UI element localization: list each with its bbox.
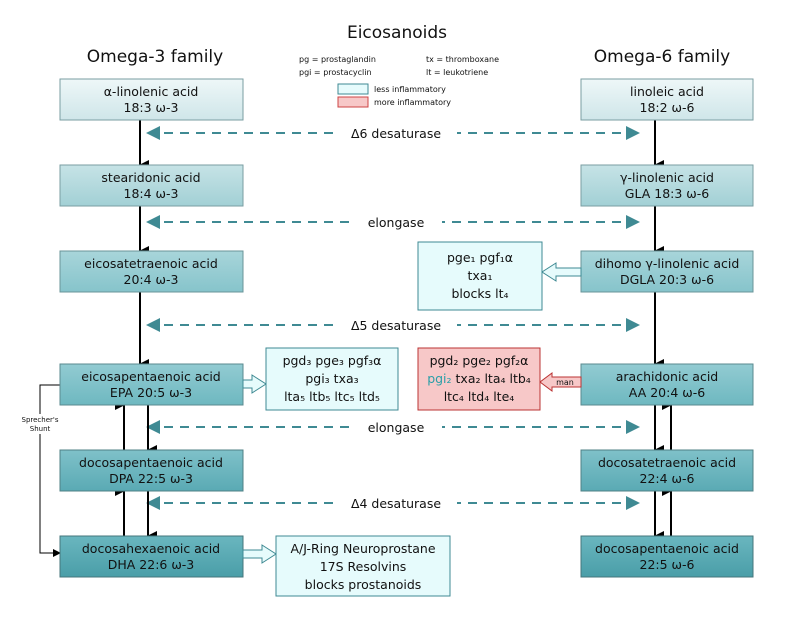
node-name: arachidonic acid	[616, 369, 719, 384]
svg-text:pg = prostaglandin: pg = prostaglandin	[299, 55, 376, 64]
product-epa-line2: pgi₃ txa₃	[305, 371, 358, 386]
legend-less-label: less inflammatory	[374, 85, 446, 94]
node-name: docosapentaenoic acid	[595, 541, 739, 556]
product-aa-line1: pgd₂ pge₂ pgf₂α	[430, 353, 529, 368]
node-formula: 20:4 ω-3	[124, 272, 179, 287]
node-name: γ-linolenic acid	[620, 170, 714, 185]
node-formula: EPA 20:5 ω-3	[110, 385, 192, 400]
enzyme-label-elongase-1: elongase	[368, 215, 425, 230]
omega3-boxes: α-linolenic acid 18:3 ω-3 stearidonic ac…	[59, 78, 244, 578]
omega3-flow-arrows	[115, 120, 157, 541]
product-box-dgla: pge₁ pgf₁α txa₁ blocks lt₄	[417, 241, 543, 311]
product-dgla-line3: blocks lt₄	[451, 286, 508, 301]
node-name: docosahexaenoic acid	[82, 541, 220, 556]
legend-abbr-pgi-key: pgi	[299, 68, 311, 77]
node-dihomo-gamma-linolenic-acid: dihomo γ-linolenic acid DGLA 20:3 ω-6	[580, 250, 754, 293]
product-dgla-line2: txa₁	[468, 268, 493, 283]
node-formula: DGLA 20:3 ω-6	[620, 272, 714, 287]
node-name: stearidonic acid	[101, 170, 200, 185]
node-formula: AA 20:4 ω-6	[629, 385, 705, 400]
svg-text:lt = leukotriene: lt = leukotriene	[426, 68, 488, 77]
legend-abbr-lt-key: lt	[426, 68, 431, 77]
product-dgla-line1: pge₁ pgf₁α	[447, 250, 513, 265]
node-formula: GLA 18:3 ω-6	[625, 186, 709, 201]
legend: pg = prostaglandin tx = thromboxane pgi …	[299, 55, 499, 108]
legend-abbr-pgi-value: prostacyclin	[323, 68, 371, 77]
node-docosatetraenoic-acid: docosatetraenoic acid 22:4 ω-6	[580, 449, 754, 492]
omega3-heading: Omega-3 family	[87, 47, 223, 67]
node-gamma-linolenic-acid: γ-linolenic acid GLA 18:3 ω-6	[580, 164, 754, 207]
product-box-epa: pgd₃ pge₃ pgf₃α pgi₃ txa₃ lta₅ ltb₅ ltc₅…	[265, 347, 399, 411]
node-formula: 18:2 ω-6	[640, 100, 695, 115]
legend-less-swatch	[337, 83, 369, 95]
legend-abbr-tx-key: tx	[426, 55, 434, 64]
shunt-label-line1: Sprecher's	[22, 416, 59, 424]
enzyme-label-d4: Δ4 desaturase	[351, 496, 441, 511]
node-name: dihomo γ-linolenic acid	[595, 256, 740, 271]
node-formula: DHA 22:6 ω-3	[108, 557, 195, 572]
svg-text:tx = thromboxane: tx = thromboxane	[426, 55, 499, 64]
node-name: docosapentaenoic acid	[79, 455, 223, 470]
product-aa-pgi: pgi₂	[427, 371, 451, 386]
node-name: eicosatetraenoic acid	[84, 256, 218, 271]
svg-text:pgi₂ txa₂ lta₄ ltb₄: pgi₂ txa₂ lta₄ ltb₄	[427, 371, 531, 386]
man-label: man	[556, 378, 574, 387]
enzyme-label-d5: Δ5 desaturase	[351, 318, 441, 333]
product-box-aa: pgd₂ pge₂ pgf₂α pgi₂ txa₂ lta₄ ltb₄ ltc₄…	[417, 347, 541, 411]
node-formula: 22:5 ω-6	[640, 557, 695, 572]
node-formula: DPA 22:5 ω-3	[109, 471, 193, 486]
node-eicosapentaenoic-acid: eicosapentaenoic acid EPA 20:5 ω-3	[59, 363, 244, 406]
node-arachidonic-acid: arachidonic acid AA 20:4 ω-6	[580, 363, 754, 406]
man-arrow	[539, 372, 582, 392]
node-formula: 22:4 ω-6	[640, 471, 695, 486]
node-name: docosatetraenoic acid	[598, 455, 736, 470]
shunt-line	[39, 384, 61, 557]
node-name: eicosapentaenoic acid	[81, 369, 220, 384]
node-eicosatetraenoic-acid: eicosatetraenoic acid 20:4 ω-3	[59, 250, 244, 293]
product-box-dha: A/J-Ring Neuroprostane 17S Resolvins blo…	[275, 535, 451, 597]
enzyme-arrows: Δ6 desaturase elongase Δ5 desaturase elo…	[146, 124, 640, 512]
omega6-heading: Omega-6 family	[594, 47, 730, 67]
legend-abbr-pg-key: pg	[299, 55, 309, 64]
product-dha-line3: blocks prostanoids	[305, 577, 422, 592]
shunt-label-line2: Shunt	[30, 425, 51, 433]
legend-abbr-lt-value: leukotriene	[443, 68, 488, 77]
omega6-flow-arrows	[654, 120, 672, 541]
sprechers-shunt: Sprecher's Shunt	[22, 384, 61, 557]
legend-more-swatch	[337, 96, 369, 108]
enzyme-label-elongase-2: elongase	[368, 420, 425, 435]
node-name: linoleic acid	[630, 84, 704, 99]
node-name: α-linolenic acid	[104, 84, 199, 99]
node-docosahexaenoic-acid: docosahexaenoic acid DHA 22:6 ω-3	[59, 535, 244, 578]
product-aa-line2: txa₂ lta₄ ltb₄	[452, 371, 531, 386]
product-arrows: man	[242, 262, 582, 564]
node-stearidonic-acid: stearidonic acid 18:4 ω-3	[59, 164, 244, 207]
hollow-arrow-dgla	[541, 262, 582, 282]
svg-text:pgi = prostacyclin: pgi = prostacyclin	[299, 68, 372, 77]
legend-abbr-tx-value: thromboxane	[446, 55, 499, 64]
node-linoleic-acid: linoleic acid 18:2 ω-6	[580, 78, 754, 121]
node-alpha-linolenic-acid: α-linolenic acid 18:3 ω-3	[59, 78, 244, 121]
node-docosapentaenoic-acid-n6: docosapentaenoic acid 22:5 ω-6	[580, 535, 754, 578]
legend-more-label: more inflammatory	[374, 98, 451, 107]
legend-abbr-pg-value: prostaglandin	[321, 55, 376, 64]
hollow-arrow-epa	[242, 374, 267, 394]
node-docosapentaenoic-acid-n3: docosapentaenoic acid DPA 22:5 ω-3	[59, 449, 244, 492]
product-aa-line3: ltc₄ ltd₄ lte₄	[444, 389, 515, 404]
omega6-boxes: linoleic acid 18:2 ω-6 γ-linolenic acid …	[580, 78, 754, 578]
node-formula: 18:4 ω-3	[124, 186, 179, 201]
diagram-title: Eicosanoids	[347, 23, 447, 43]
node-formula: 18:3 ω-3	[124, 100, 179, 115]
product-dha-line1: A/J-Ring Neuroprostane	[290, 541, 435, 556]
product-epa-line1: pgd₃ pge₃ pgf₃α	[283, 353, 382, 368]
enzyme-label-d6: Δ6 desaturase	[351, 126, 441, 141]
product-epa-line3: lta₅ ltb₅ ltc₅ ltd₅	[284, 389, 380, 404]
hollow-arrow-dha	[242, 544, 277, 564]
product-dha-line2: 17S Resolvins	[320, 559, 407, 574]
